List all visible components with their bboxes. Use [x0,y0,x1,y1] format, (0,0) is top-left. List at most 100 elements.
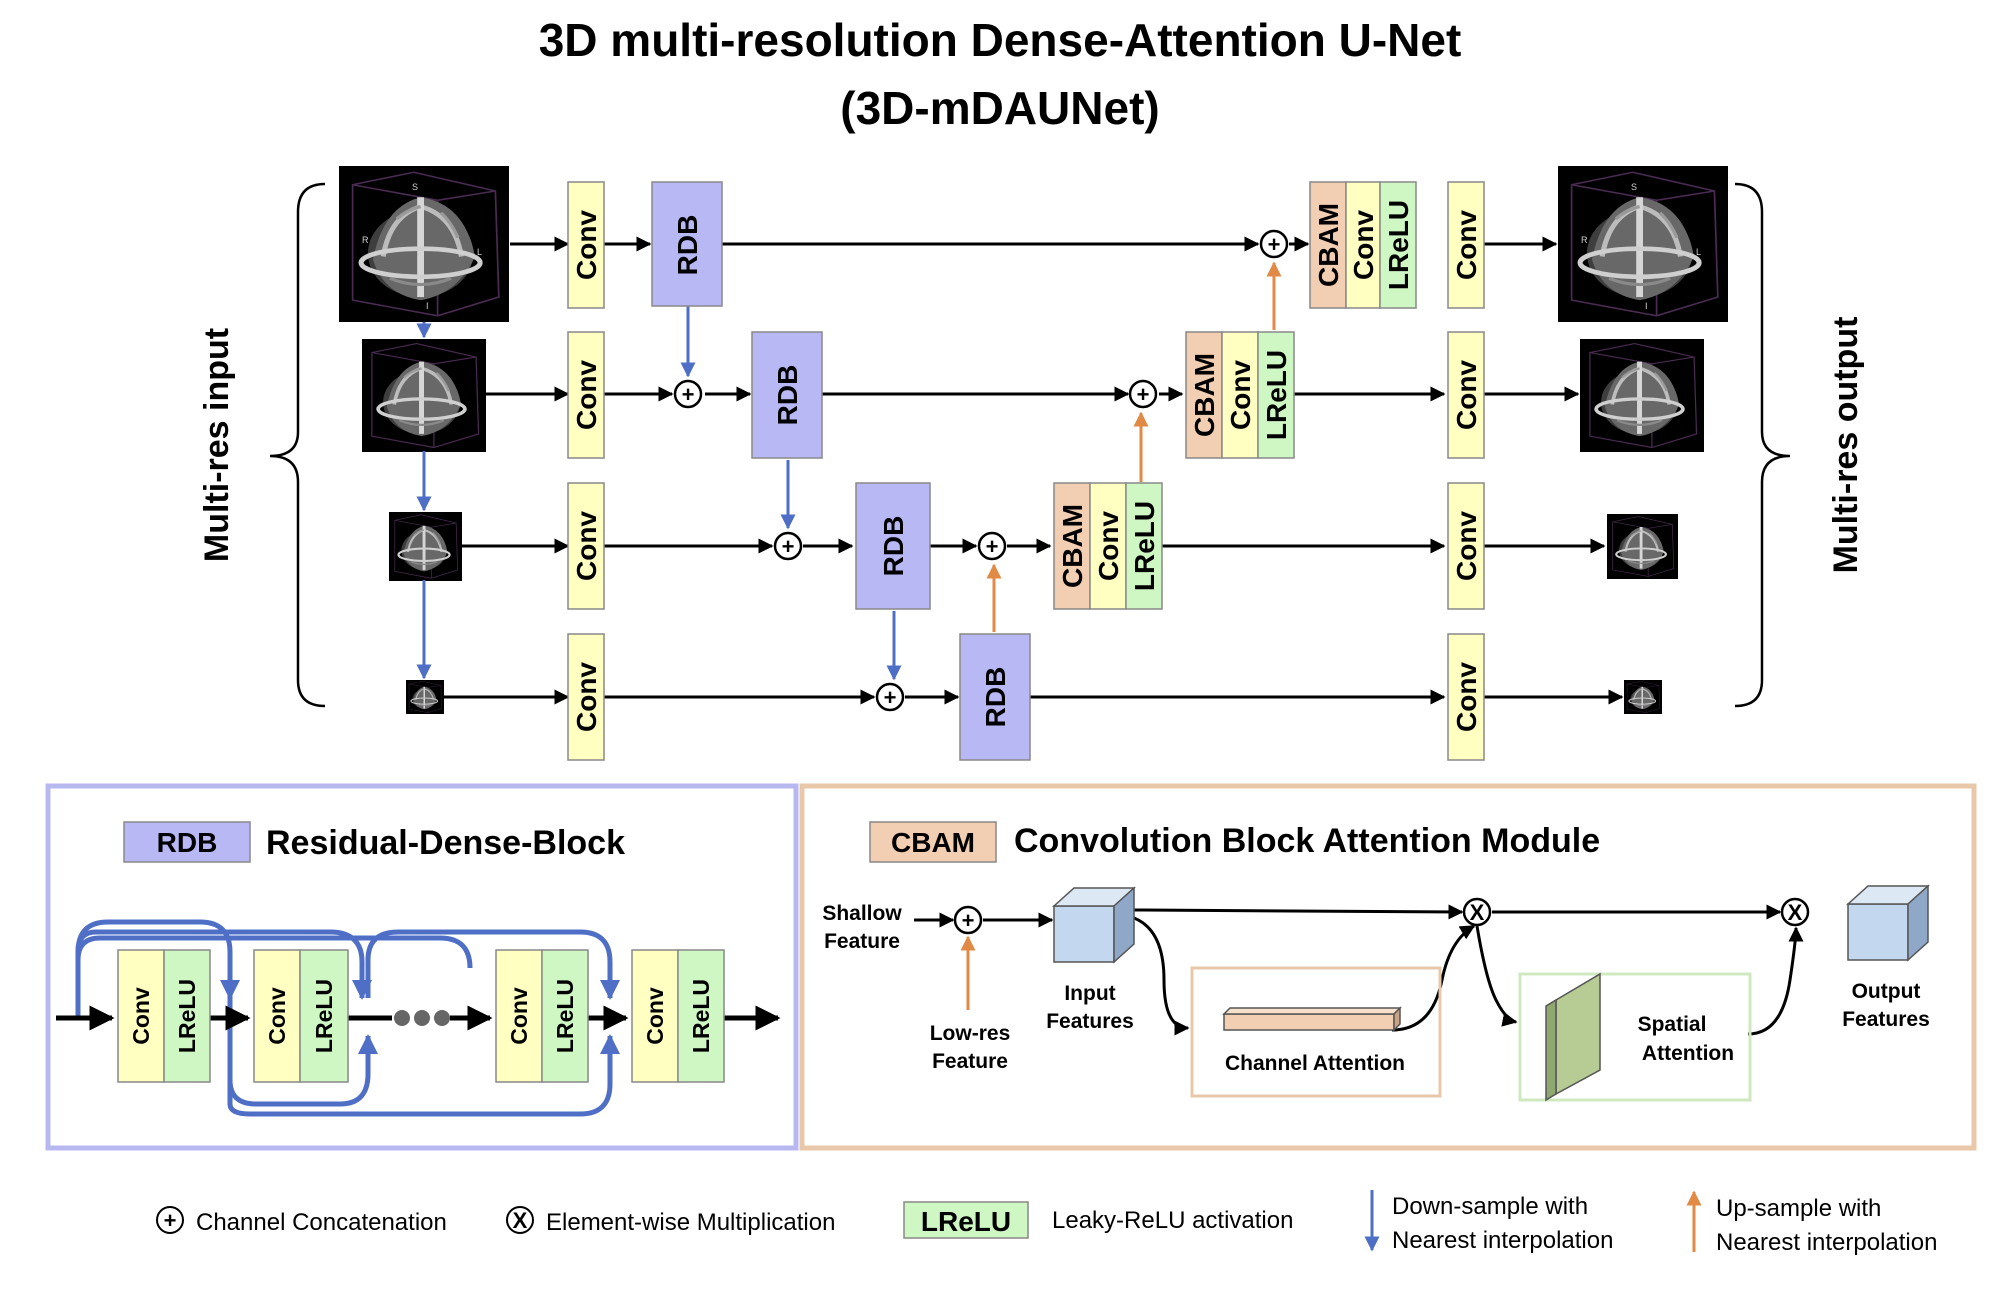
mri-letter-r: R [362,235,369,245]
conv-label: Conv [264,987,290,1045]
mri-letter-i: I [426,301,429,311]
concat-node-l3b: + [977,531,1007,561]
spatial-attention-label-2: Attention [1642,1042,1734,1065]
upsample-arrows [986,261,1282,632]
conv-block-output-l3: Conv [1447,482,1485,610]
lrelu-label: LReLU [1129,501,1160,591]
conv-label: Conv [1451,511,1482,581]
cbam-label: CBAM [1189,353,1220,437]
rdb-inner-pair-3: Conv LReLU [495,949,589,1083]
conv-label: Conv [128,987,154,1045]
diagram-title-line1: 3D multi-resolution Dense-Attention U-Ne… [539,14,1462,66]
conv-label: Conv [1451,360,1482,430]
input-features-label-2: Features [1046,1010,1134,1033]
multiply-symbol: X [513,1208,528,1233]
input-features-cube-icon [1052,886,1136,964]
mri-output-level-4 [1623,679,1663,715]
rdb-block-l3: RDB [855,482,931,610]
cbam-label: CBAM [1313,203,1344,287]
rdb-label: RDB [878,516,909,577]
conv-label: Conv [1093,511,1124,581]
spatial-attention-plane-icon [1545,972,1601,1102]
cbam-multiply-node-2: X [1780,897,1810,927]
concat-icon: + [782,534,795,559]
spatial-attention-box [1518,972,1752,1102]
diagram-title-line2: (3D-mDAUNet) [840,82,1159,134]
conv-block-encoder-l3: Conv [567,482,605,610]
rdb-panel-tag-label: RDB [157,827,218,858]
legend-up-label-2: Nearest interpolation [1716,1229,1937,1256]
mri-output-level-3 [1605,512,1680,581]
lowres-feature-label-2: Feature [932,1050,1008,1073]
cbam-stack-l2: CBAM Conv LReLU [1185,331,1295,459]
mri-letter-s: S [412,182,418,192]
downsample-arrows [416,306,902,681]
conv-label: Conv [1451,662,1482,732]
concat-icon: + [884,685,897,710]
rdb-panel-tag: RDB [123,821,251,863]
concat-icon: + [682,382,695,407]
cbam-stack-l3: CBAM Conv LReLU [1053,482,1163,610]
rdb-block-l1: RDB [651,181,723,307]
legend-lrelu: LReLU Leaky-ReLU activation [903,1201,1293,1239]
output-features-cube-icon [1846,884,1930,962]
cbam-panel-title: Convolution Block Attention Module [1014,822,1600,860]
legend-lrelu-label: Leaky-ReLU activation [1052,1207,1293,1234]
legend-upsample: Up-sample with Nearest interpolation [1686,1190,1937,1256]
cbam-panel [799,783,1977,1151]
input-features-label-1: Input [1064,982,1115,1005]
conv-block-encoder-l1: Conv [567,181,605,309]
concat-node-l1: + [1259,229,1289,259]
concat-node-l2a: + [673,379,703,409]
multiply-icon: X [1470,900,1485,925]
main-flow-arrows [444,236,1624,705]
output-features-label-2: Features [1842,1008,1930,1031]
shallow-feature-label-1: Shallow [822,902,902,925]
cbam-multiply-node-1: X [1462,897,1492,927]
mri-input-level-4 [405,679,445,715]
concat-icon: + [962,908,975,933]
cbam-concat-node: + [953,905,983,935]
circled-x-icon: X [506,1206,534,1234]
legend-downsample: Down-sample with Nearest interpolation [1364,1190,1613,1254]
conv-block-encoder-l4: Conv [567,633,605,761]
cbam-flow-arrows [914,904,1804,1036]
rdb-label: RDB [672,215,703,276]
cbam-panel-tag: CBAM [869,821,997,863]
conv-label: Conv [1451,210,1482,280]
mri-letter-i: I [1645,301,1648,311]
conv-block-output-l2: Conv [1447,331,1485,459]
lrelu-label: LReLU [1383,200,1414,290]
lrelu-label: LReLU [688,979,714,1053]
conv-label: Conv [506,987,532,1045]
lrelu-label: LReLU [174,979,200,1053]
mri-output-level-1-orientation: S R L I [1581,182,1701,311]
rdb-inner-pair-4: Conv LReLU [631,949,725,1083]
mri-letter-s: S [1631,182,1637,192]
multiply-icon: X [1788,900,1803,925]
rdb-inner-pair-1: Conv LReLU [117,949,211,1083]
mri-letter-r: R [1581,235,1588,245]
legend-multiply: X Element-wise Multiplication [506,1206,835,1236]
channel-attention-bar-icon [1222,1006,1402,1032]
concat-icon: + [1137,382,1150,407]
rdb-dense-connections [75,919,620,1117]
concat-icon: + [1268,232,1281,257]
conv-label: Conv [571,210,602,280]
concat-symbol: + [164,1208,177,1233]
legend-down-label-2: Nearest interpolation [1392,1227,1613,1254]
rdb-block-l2: RDB [751,331,823,459]
legend-lrelu-tag: LReLU [921,1206,1011,1237]
circled-plus-icon: + [156,1206,184,1234]
legend-concat: + Channel Concatenation [156,1206,447,1236]
rdb-block-l4: RDB [959,633,1031,761]
mri-letter-l: L [477,247,482,257]
conv-label: Conv [1225,360,1256,430]
legend-up-label-1: Up-sample with [1716,1195,1881,1222]
mri-input-level-1-orientation: S R L I [362,182,482,311]
shallow-feature-label-2: Feature [824,930,900,953]
concat-node-l3a: + [773,531,803,561]
multi-res-input-label: Multi-res input [198,328,236,562]
concat-icon: + [986,534,999,559]
concat-node-l2b: + [1128,379,1158,409]
